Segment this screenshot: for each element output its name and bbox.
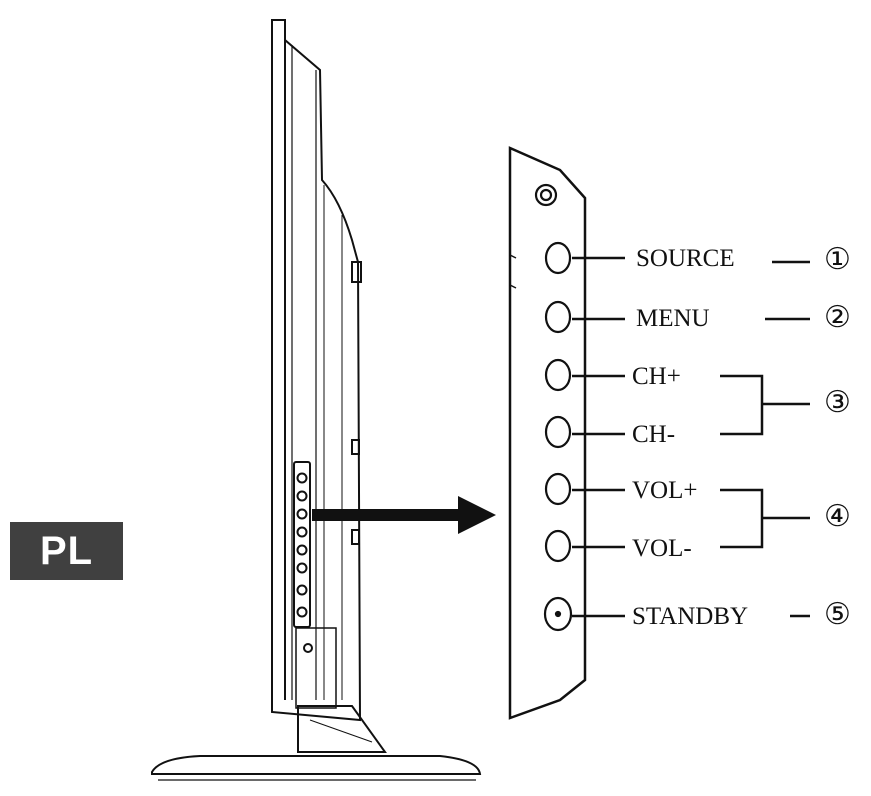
callout-3: ③ [824, 386, 851, 419]
callout-4: ④ [824, 500, 851, 533]
label-source: SOURCE [636, 245, 735, 272]
arrow-to-panel [312, 496, 496, 534]
label-ch-plus: CH+ [632, 363, 681, 390]
control-panel-outline [508, 146, 587, 720]
panel-buttons [534, 183, 573, 632]
callout-2: ② [824, 301, 851, 334]
tv-stand [151, 705, 482, 781]
callout-5: ⑤ [824, 598, 851, 631]
label-ch-minus: CH- [632, 421, 676, 448]
language-badge: PL [10, 522, 123, 580]
callout-1: ① [824, 243, 851, 276]
tv-side-profile [271, 19, 362, 722]
label-vol-plus: VOL+ [632, 477, 698, 504]
label-vol-minus: VOL- [632, 535, 692, 562]
label-menu: MENU [636, 305, 710, 332]
tv-button-column [293, 461, 337, 709]
leader-lines [572, 256, 810, 618]
label-standby: STANDBY [632, 603, 749, 630]
